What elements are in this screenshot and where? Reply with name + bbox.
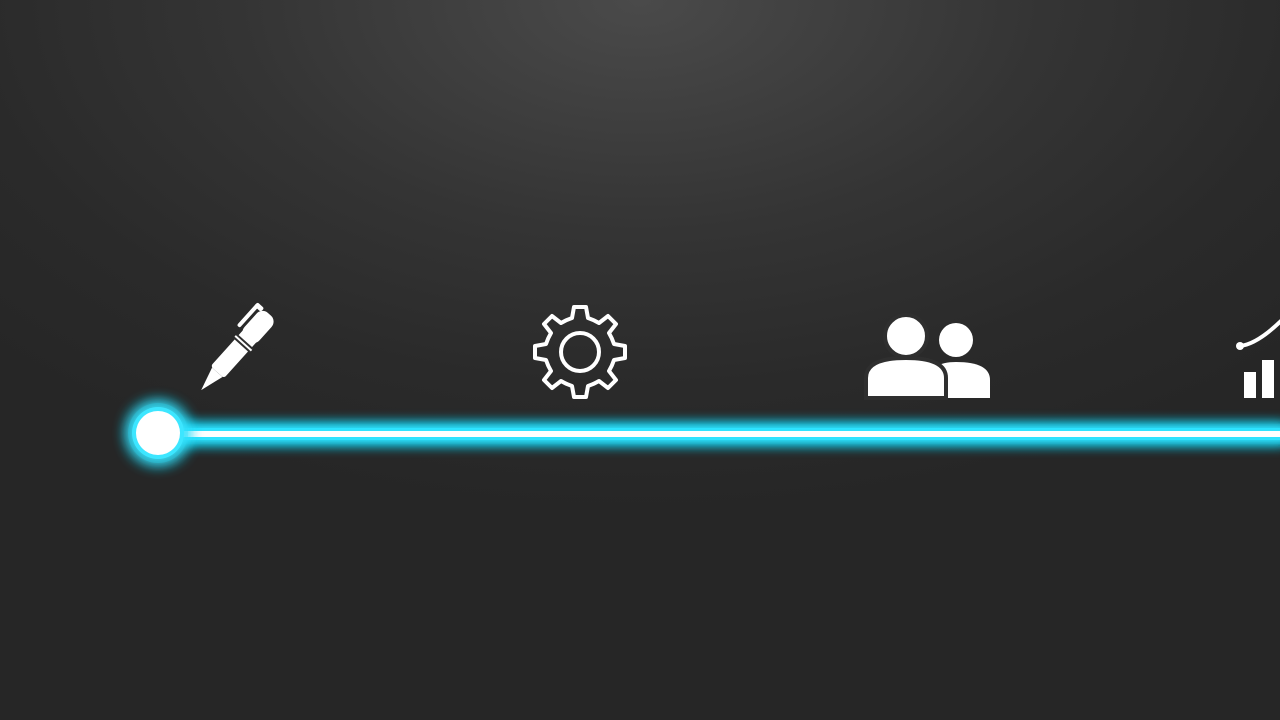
timeline-line <box>150 424 1280 444</box>
growth-chart-icon <box>1236 319 1280 398</box>
pen-icon <box>201 303 274 391</box>
gear-icon <box>533 305 627 399</box>
start-node <box>128 403 188 463</box>
users-icon <box>864 313 990 400</box>
